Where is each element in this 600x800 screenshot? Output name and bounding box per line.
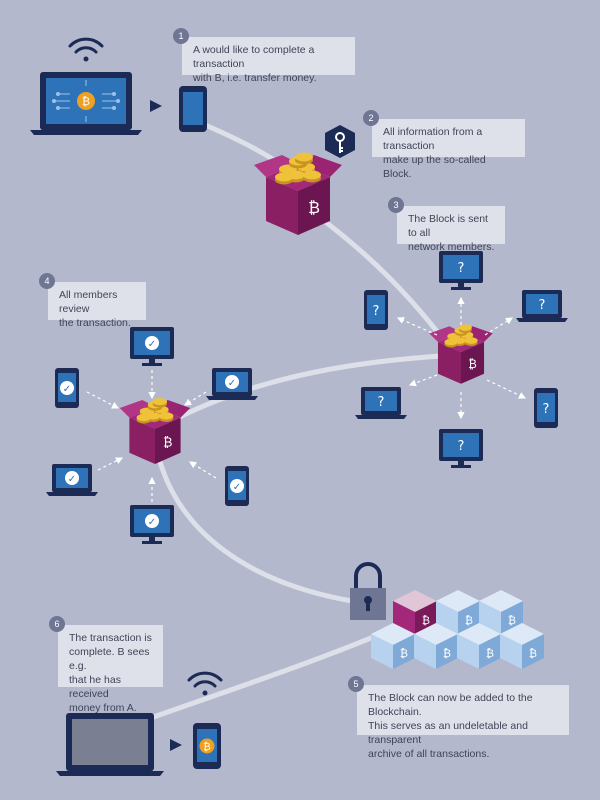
check-mark: ✓ <box>228 378 236 389</box>
blockchain-cube-icon: ₿ <box>414 623 458 669</box>
step-4-badge: 4 <box>39 273 55 289</box>
padlock-icon <box>350 562 386 620</box>
step-3-label: The Block is sent to all network members… <box>397 206 505 253</box>
check-mark: ✓ <box>148 339 156 350</box>
bitcoin-icon: ₿ <box>465 614 473 627</box>
step-3-badge: 3 <box>388 197 404 213</box>
bitcoin-icon: ₿ <box>308 198 320 217</box>
blockchain-cube-icon: ₿ <box>457 623 501 669</box>
step-2-label: All information from a transaction make … <box>372 119 525 180</box>
block-box-icon: ₿ <box>119 398 191 464</box>
check-mark: ✓ <box>63 384 71 395</box>
monitor-icon: ? <box>439 251 483 290</box>
step-4-label: All members review the transaction. <box>48 282 146 329</box>
phone-icon: ✓ <box>225 466 249 506</box>
step-4-text: All members review the transaction. <box>59 289 131 329</box>
bitcoin-icon: ₿ <box>400 647 408 660</box>
check-mark: ✓ <box>233 482 241 493</box>
key-icon <box>325 125 355 158</box>
bitcoin-icon: ₿ <box>203 741 210 753</box>
flow-path-network-to-review <box>152 352 458 433</box>
monitor-icon: ✓ <box>130 505 174 544</box>
check-icon <box>225 375 239 389</box>
step-1-label: A would like to complete a transaction w… <box>182 37 355 84</box>
check-icon <box>145 514 159 528</box>
question-icon: ? <box>458 261 465 276</box>
step-6-badge: 6 <box>49 616 65 632</box>
question-icon: ? <box>378 395 385 410</box>
phone-b-icon: ₿ <box>193 723 221 769</box>
blockchain-icon: ₿ ₿ ₿ ₿ ₿ ₿ ₿ <box>371 590 544 669</box>
review-arrows <box>86 370 217 502</box>
block-box-icon: ₿ <box>429 324 493 384</box>
step-3-text: The Block is sent to all network members… <box>408 213 495 253</box>
step-1-badge: 1 <box>173 28 189 44</box>
phone-icon: ✓ <box>55 368 79 408</box>
check-icon <box>145 336 159 350</box>
blockchain-cube-icon: ₿ <box>500 623 544 669</box>
step-5-label: The Block can now be added to the Blockc… <box>357 685 569 760</box>
arrow-icon <box>170 739 182 751</box>
step-1-text: A would like to complete a transaction w… <box>193 44 317 84</box>
broadcast-arrows <box>396 296 527 420</box>
question-icon: ? <box>539 298 546 313</box>
arrow-icon <box>150 100 162 112</box>
laptop-icon: ✓ <box>46 464 98 496</box>
laptop-b-icon <box>56 713 164 776</box>
laptop-icon: ? <box>355 387 407 419</box>
step-6-text: The transaction is complete. B sees e.g.… <box>69 632 152 714</box>
check-icon <box>60 381 74 395</box>
laptop-icon: ? <box>516 290 568 322</box>
step-2-text: All information from a transaction make … <box>383 126 486 180</box>
check-icon <box>230 479 244 493</box>
step-2-badge: 2 <box>363 110 379 126</box>
bitcoin-icon: ₿ <box>82 95 90 108</box>
monitor-icon: ✓ <box>130 327 174 366</box>
phone-a-icon <box>179 86 207 132</box>
question-icon: ? <box>543 402 550 417</box>
step-5-badge: 5 <box>348 676 364 692</box>
laptop-a-icon: ₿ <box>30 72 142 135</box>
monitor-icon: ? <box>439 429 483 468</box>
flow-path-review-to-chain <box>152 437 383 608</box>
bitcoin-icon: ₿ <box>443 647 451 660</box>
bitcoin-icon: ₿ <box>163 435 172 450</box>
block-box-icon: ₿ <box>254 152 342 235</box>
wifi-icon <box>187 671 223 696</box>
phone-icon: ? <box>534 388 558 428</box>
phone-icon: ? <box>364 290 388 330</box>
step-6-label: The transaction is complete. B sees e.g.… <box>58 625 163 714</box>
check-mark: ✓ <box>148 517 156 528</box>
bitcoin-icon: ₿ <box>529 647 537 660</box>
step-5-text: The Block can now be added to the Blockc… <box>368 692 533 760</box>
blockchain-cube-icon: ₿ <box>371 623 415 669</box>
question-icon: ? <box>373 304 380 319</box>
bitcoin-icon: ₿ <box>468 357 477 371</box>
bitcoin-icon: ₿ <box>508 614 516 627</box>
bitcoin-icon: ₿ <box>422 614 430 627</box>
check-mark: ✓ <box>68 474 76 485</box>
laptop-icon: ✓ <box>206 368 258 400</box>
question-icon: ? <box>458 439 465 454</box>
wifi-icon <box>68 37 104 62</box>
check-icon <box>65 471 79 485</box>
bitcoin-icon: ₿ <box>486 647 494 660</box>
flow-path-chain-to-b <box>142 627 393 723</box>
